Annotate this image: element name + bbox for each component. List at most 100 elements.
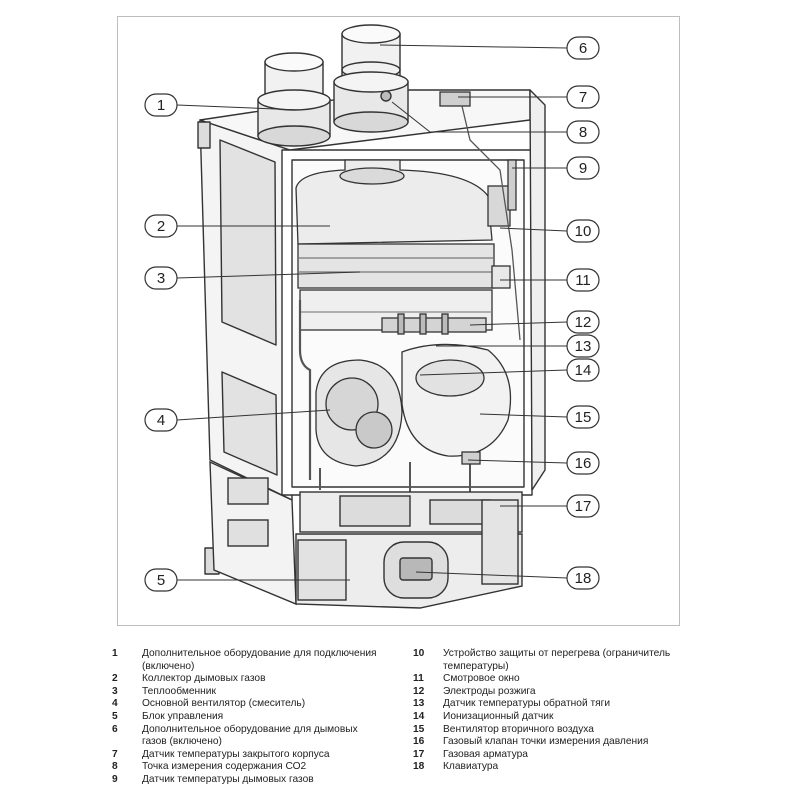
legend-text: Смотровое окно (443, 673, 520, 685)
viewing-window (491, 265, 511, 289)
gas-armature-block-2 (429, 499, 491, 525)
heat-exchanger (297, 243, 495, 289)
legend-item: 11 Смотровое окно (413, 673, 693, 686)
legend-text: Вентилятор вторичного воздуха (443, 723, 594, 735)
legend-left-column: 1 Дополнительное оборудование для подключ… (112, 648, 377, 787)
callout-bubble-16 (566, 451, 600, 475)
electrode-tip (397, 313, 405, 335)
legend-text: Клавиатура (443, 761, 499, 773)
legend-number: 8 (112, 761, 118, 773)
leader-line-8b (391, 101, 431, 133)
legend-item: 10 Устройство защиты от перегрева (ограни… (413, 648, 693, 673)
left-panel-window-lower (221, 371, 278, 476)
callout-number-17: 17 (575, 498, 592, 515)
callout-number-7: 7 (579, 89, 587, 106)
legend-item: 12 Электроды розжига (413, 686, 693, 699)
legend-text: Газовый клапан точки измерения давления (443, 736, 649, 748)
callout-bubble-17 (566, 494, 600, 518)
legend-item: 4 Основной вентилятор (смеситель) (112, 698, 377, 711)
gas-valve-test-point (461, 451, 481, 465)
legend-number: 12 (413, 685, 425, 697)
gas-armature-block (339, 495, 411, 527)
legend-item: 7 Датчик температуры закрытого корпуса (112, 749, 377, 762)
legend-item: 1 Дополнительное оборудование для подключ… (112, 648, 377, 673)
legend-item: 13 Датчик температуры обратной тяги (413, 698, 693, 711)
legend-text: Электроды розжига (443, 685, 536, 697)
callout-number-3: 3 (157, 270, 165, 287)
callout-bubble-9 (566, 156, 600, 180)
legend-number: 18 (413, 761, 425, 773)
legend-text: Устройство защиты от перегрева (ограничи… (443, 648, 671, 672)
legend-number: 14 (413, 710, 425, 722)
callout-bubble-13 (566, 334, 600, 358)
callout-number-2: 2 (157, 218, 165, 235)
flue-temp-sensor (507, 159, 517, 211)
callout-number-4: 4 (157, 412, 165, 429)
legend-number: 1 (112, 648, 118, 659)
leader-line-1 (176, 104, 301, 111)
legend-number: 10 (413, 648, 425, 659)
legend-number: 11 (413, 673, 424, 685)
legend-text: Основной вентилятор (смеситель) (142, 698, 306, 710)
leader-line-10 (499, 227, 568, 232)
leader-line-4 (176, 409, 331, 421)
flue-pipe-base (333, 111, 409, 133)
legend-number: 13 (413, 698, 425, 710)
legend-item: 5 Блок управления (112, 711, 377, 724)
keypad-display (399, 557, 433, 581)
callout-bubble-8 (566, 120, 600, 144)
callout-number-5: 5 (157, 572, 165, 589)
leader-line-15 (479, 413, 568, 418)
legend-text: Точка измерения содержания СО2 (142, 761, 307, 773)
legend-number: 7 (112, 748, 118, 760)
legend-number: 2 (112, 673, 118, 685)
legend-right-column: 10 Устройство защиты от перегрева (ограни… (413, 648, 693, 774)
callout-bubble-11 (566, 268, 600, 292)
connection-pipe-left-collar-top (257, 89, 331, 111)
callout-number-10: 10 (575, 223, 592, 240)
lower-panel-vent-2 (227, 519, 269, 547)
callout-bubble-7 (566, 85, 600, 109)
connection-pipe-left-top (264, 52, 324, 72)
legend-number: 9 (112, 773, 118, 785)
callout-number-18: 18 (575, 570, 592, 587)
diagram-frame (117, 16, 680, 626)
callout-number-13: 13 (575, 338, 592, 355)
callout-bubble-3 (144, 266, 178, 290)
callout-bubble-4 (144, 408, 178, 432)
flue-pipe-collar-top (333, 71, 409, 93)
legend-number: 4 (112, 698, 118, 710)
callout-number-9: 9 (579, 160, 587, 177)
water-pipe-left (298, 300, 312, 480)
control-unit-right-box (481, 499, 519, 585)
electrode-tip (441, 313, 449, 335)
legend-text: Теплообменник (142, 685, 216, 697)
callout-bubble-2 (144, 214, 178, 238)
callout-number-1: 1 (157, 97, 165, 114)
legend-text: Дополнительное оборудование для подключе… (142, 648, 377, 672)
legend-text: Блок управления (142, 710, 224, 722)
leader-line-3 (176, 271, 361, 279)
legend-number: 6 (112, 723, 118, 735)
legend-item: 18 Клавиатура (413, 761, 693, 774)
right-side-strip (529, 89, 546, 491)
callout-bubble-14 (566, 358, 600, 382)
callout-bubble-15 (566, 405, 600, 429)
legend-number: 3 (112, 685, 118, 697)
leader-line-18 (415, 571, 568, 579)
legend-text: Датчик температуры закрытого корпуса (142, 748, 330, 760)
leader-line-14 (419, 369, 568, 376)
legend-text: Датчик температуры дымовых газов (142, 773, 314, 785)
bracket-top-left (197, 121, 211, 149)
leader-line-12 (469, 321, 568, 326)
legend-text: Датчик температуры обратной тяги (443, 698, 611, 710)
electrode-tip (419, 313, 427, 335)
control-unit-left-box (297, 539, 347, 601)
case-temperature-sensor (439, 91, 471, 107)
legend-number: 5 (112, 710, 118, 722)
callout-bubble-1 (144, 93, 178, 117)
